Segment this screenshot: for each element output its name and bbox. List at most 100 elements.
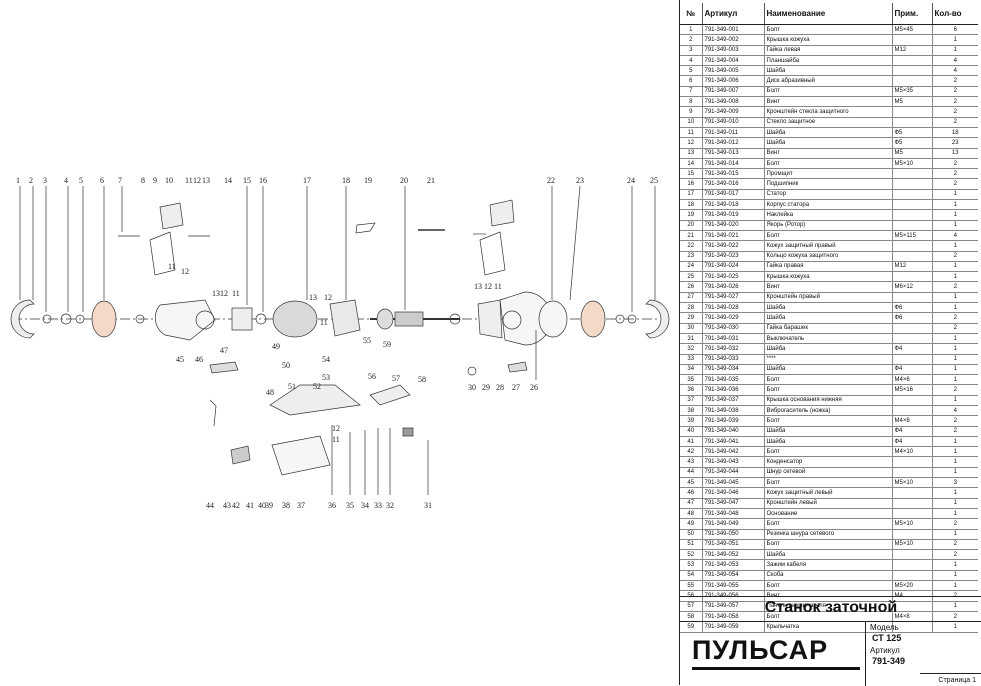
row-name: Болт — [763, 384, 892, 396]
row-article: 791-349-036 — [701, 384, 764, 396]
row-name: Шайба — [763, 364, 892, 376]
row-name: Планшайба — [763, 55, 892, 67]
callout-c13c: 13 — [309, 293, 317, 302]
row-qty: 1 — [931, 580, 978, 592]
stator-part — [272, 300, 318, 338]
row-name: Болт — [763, 230, 892, 242]
row-note — [891, 75, 932, 87]
row-article: 791-349-057 — [701, 601, 764, 612]
row-article: 791-349-008 — [701, 96, 764, 108]
row-qty: 1 — [931, 570, 978, 582]
row-article: 791-349-003 — [701, 45, 764, 56]
row-name: Кронштейн правый — [763, 292, 892, 304]
callout-c12e: 12 — [484, 282, 492, 291]
article-value: 791-349 — [872, 656, 906, 666]
callout-c14: 14 — [224, 176, 232, 185]
row-number: 25 — [680, 271, 702, 283]
row-note: M5×45 — [891, 24, 932, 36]
callout-c7: 7 — [118, 176, 122, 185]
callout-c42: 42 — [232, 501, 240, 510]
row-number: 16 — [680, 178, 702, 190]
exploded-view-drawing — [10, 185, 670, 495]
row-note — [891, 168, 932, 180]
callout-c11c: 11 — [232, 289, 240, 298]
row-number: 13 — [680, 148, 702, 159]
row-number: 19 — [680, 209, 702, 221]
row-note: Ф4 — [891, 426, 932, 437]
row-article: 791-349-025 — [701, 271, 764, 283]
logo-underline — [692, 667, 860, 670]
row-qty: 1 — [931, 456, 978, 468]
row-name: Шайба — [763, 343, 892, 355]
row-name: Болт — [763, 446, 892, 458]
row-name: Шайба — [763, 436, 892, 448]
row-note — [891, 559, 932, 571]
left-disc-part — [91, 300, 117, 338]
row-name: Гайка правая — [763, 261, 892, 273]
row-article: 791-349-047 — [701, 498, 764, 509]
base-part — [269, 384, 361, 416]
row-article: 791-349-044 — [701, 467, 764, 479]
row-qty: 1 — [931, 529, 978, 540]
callout-c12b: 12 — [181, 267, 189, 276]
row-qty: 1 — [931, 240, 978, 252]
row-note — [891, 292, 932, 304]
right-bracket-part — [507, 361, 528, 373]
row-article: 791-349-019 — [701, 209, 764, 221]
header-qty: Кол-во — [931, 3, 978, 25]
row-note — [891, 106, 932, 118]
flange-part — [135, 314, 145, 324]
power-cord-part — [209, 399, 217, 427]
row-name: Кронштейн левый — [763, 498, 892, 509]
row-number: 23 — [680, 251, 702, 262]
row-note — [891, 178, 932, 190]
row-number: 4 — [680, 55, 702, 67]
row-number: 47 — [680, 498, 702, 509]
left-bearing-part — [255, 313, 267, 325]
row-note — [891, 529, 932, 540]
row-article: 791-349-018 — [701, 199, 764, 211]
row-note: M5×115 — [891, 230, 932, 242]
row-name: Зажим кабеля — [763, 559, 892, 571]
row-number: 59 — [680, 621, 702, 633]
row-qty: 2 — [931, 426, 978, 437]
left-flange-part — [60, 313, 72, 325]
row-number: 39 — [680, 415, 702, 427]
left-nut-part — [42, 314, 52, 324]
row-article: 791-349-001 — [701, 24, 764, 36]
callout-c47: 47 — [220, 346, 228, 355]
row-number: 57 — [680, 601, 702, 612]
row-article: 791-349-048 — [701, 508, 764, 520]
row-number: 33 — [680, 354, 702, 365]
row-qty: 2 — [931, 106, 978, 118]
row-qty: 1 — [931, 559, 978, 571]
row-note — [891, 34, 932, 46]
row-qty: 1 — [931, 436, 978, 448]
row-note: M5 — [891, 148, 932, 159]
callout-c25: 25 — [650, 176, 658, 185]
row-qty: 1 — [931, 467, 978, 479]
row-qty: 13 — [931, 148, 978, 159]
row-note: M12 — [891, 45, 932, 56]
row-qty: 1 — [931, 34, 978, 46]
row-name: Шайба — [763, 312, 892, 324]
left-guard-ring — [195, 310, 215, 330]
row-number: 46 — [680, 487, 702, 499]
row-name: Гайка барашек — [763, 323, 892, 334]
